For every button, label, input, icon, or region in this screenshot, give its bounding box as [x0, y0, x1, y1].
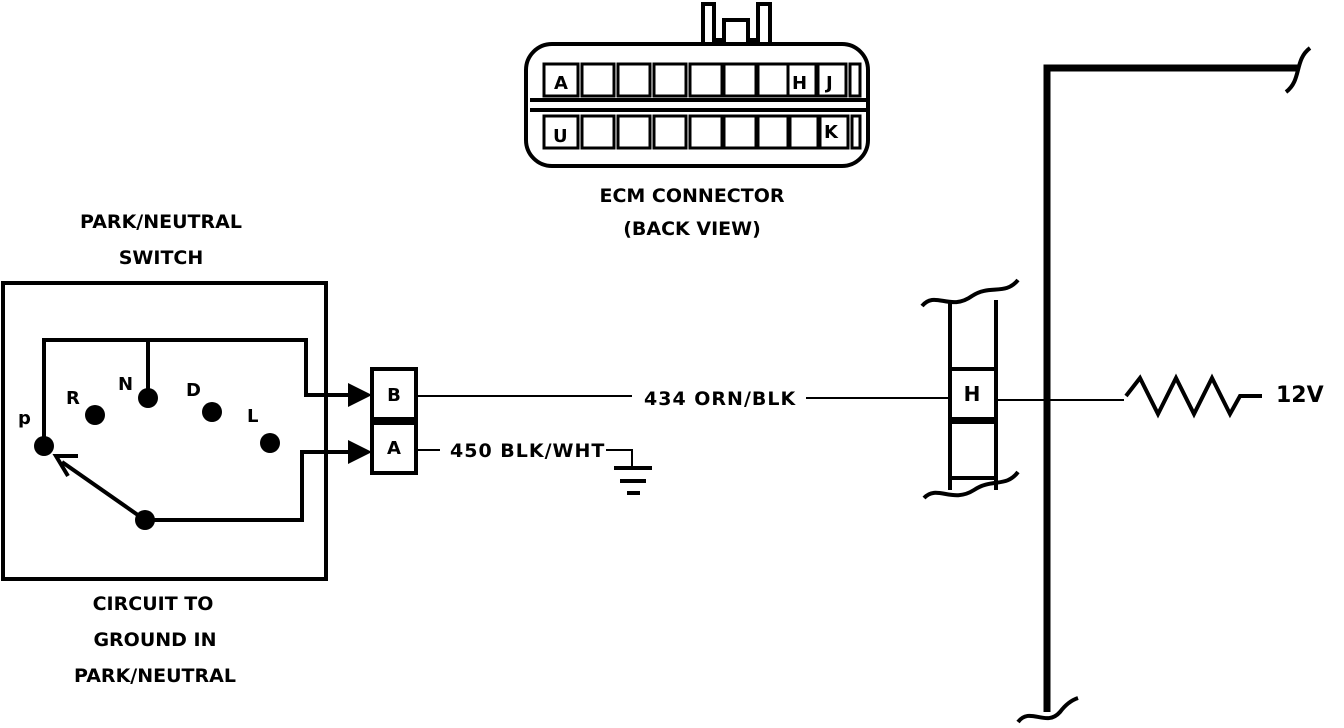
- break-mark-top: [920, 278, 1020, 308]
- switch-contacts: [34, 388, 280, 530]
- arrow-to-a-icon: [348, 440, 372, 464]
- wires: [416, 395, 950, 466]
- switch-wire-b: [42, 338, 352, 446]
- ecm-connector: [524, 2, 870, 168]
- contact-d: [202, 402, 222, 422]
- wire-450-label: 450 BLK/WHT: [450, 440, 605, 462]
- position-l-label: L: [247, 406, 258, 427]
- switch-arm-arrowhead: [52, 454, 78, 478]
- contact-l: [260, 433, 280, 453]
- ecm-connector-title: ECM CONNECTOR: [599, 185, 784, 207]
- contact-r: [85, 405, 105, 425]
- ecm-boundary: [1016, 46, 1312, 724]
- park-neutral-switch: [1, 281, 352, 581]
- ecm-pin-a-label: A: [554, 73, 568, 94]
- supply-voltage-label: 12V: [1276, 383, 1324, 408]
- switch-subtitle: SWITCH: [119, 247, 204, 269]
- switch-title: PARK/NEUTRAL: [80, 211, 242, 233]
- ground-icon: [614, 466, 652, 495]
- position-r-label: R: [66, 388, 80, 409]
- switch-housing: [1, 281, 328, 581]
- ecm-terminal-block: [920, 278, 1020, 500]
- wire-434-label: 434 ORN/BLK: [644, 388, 796, 410]
- arm-pivot: [135, 510, 155, 530]
- switch-caption-line1: CIRCUIT TO: [93, 593, 214, 615]
- pin-b-box: [370, 367, 418, 421]
- contact-n: [138, 388, 158, 408]
- switch-caption-line2: GROUND IN: [93, 629, 216, 651]
- contact-p: [34, 436, 54, 456]
- ecm-pin-k-label: K: [824, 122, 839, 143]
- pin-a-label: A: [387, 438, 401, 459]
- switch-arm: [60, 460, 147, 522]
- switch-connector: [348, 367, 418, 475]
- switch-wire-a: [145, 450, 352, 522]
- pin-b-label: B: [387, 385, 401, 406]
- wire-450-to-ground: [606, 449, 633, 466]
- ecm-pin-h-label: H: [792, 73, 807, 94]
- ecm-outline: [1043, 64, 1298, 712]
- supply-circuit: [996, 373, 1262, 419]
- break-mark-ecm-bottom: [1016, 696, 1079, 724]
- connector-latch: [701, 2, 772, 44]
- terminal-h-label: H: [964, 382, 981, 406]
- ecm-pin-j-label: J: [824, 73, 833, 94]
- position-n-label: N: [118, 374, 133, 395]
- switch-caption-line3: PARK/NEUTRAL: [74, 665, 236, 687]
- position-p-label: p: [18, 408, 31, 429]
- terminal-h-box: [948, 367, 998, 421]
- terminal-blank-box: [948, 420, 998, 480]
- break-mark-ecm-top: [1284, 46, 1312, 94]
- ecm-connector-subtitle: (BACK VIEW): [623, 218, 761, 240]
- ecm-pin-u-label: U: [553, 126, 568, 147]
- arrow-to-b-icon: [348, 383, 372, 407]
- break-mark-bottom: [922, 470, 1020, 500]
- ecm-bottom-row: [542, 114, 862, 150]
- resistor-icon: [1124, 373, 1262, 419]
- pin-a-box: [370, 421, 418, 475]
- ecm-top-row: [542, 62, 862, 98]
- position-d-label: D: [186, 380, 201, 401]
- connector-shell: [524, 42, 870, 168]
